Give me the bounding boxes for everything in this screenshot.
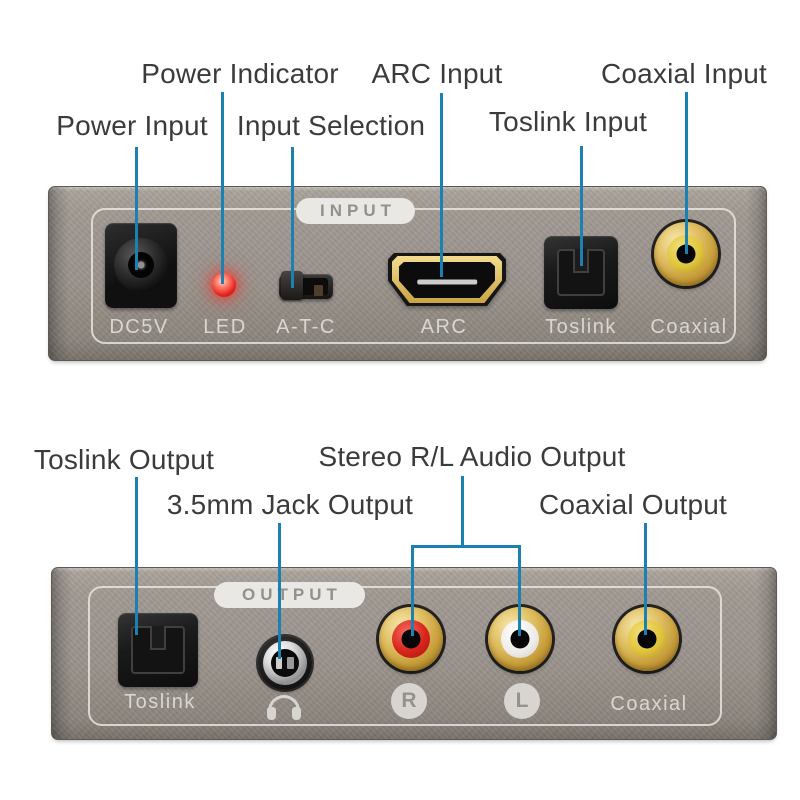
toslink-shutter: [150, 626, 166, 650]
coaxial-output-port: [615, 607, 679, 671]
label-power-indicator: Power Indicator: [141, 58, 339, 89]
callout-line-arc-input: [440, 93, 443, 277]
atc-input-switch: [279, 271, 333, 300]
callout-line-toslink-output: [135, 477, 138, 635]
label-input-selection: Input Selection: [236, 110, 426, 141]
port-label-toslink-in: Toslink: [545, 316, 617, 338]
headphones-band: [268, 695, 300, 715]
headphones-icon: [267, 695, 301, 720]
hdmi-cavity: [399, 262, 495, 298]
headphones-left-cup: [267, 707, 276, 720]
port-label-coaxial-out: Coaxial: [610, 693, 688, 715]
port-label-toslink-out: Toslink: [124, 691, 196, 713]
label-arc-input: ARC Input: [371, 58, 503, 89]
port-label-dc5v: DC5V: [109, 316, 169, 338]
jack-35mm-output-port: [258, 636, 312, 690]
toslink-input-port: [544, 236, 618, 309]
coaxial-input-port: [654, 222, 718, 286]
callout-line-power-input: [135, 147, 138, 270]
callout-line-coaxial-output: [644, 523, 647, 635]
output-panel-device: OUTPUT Toslink: [51, 567, 777, 740]
label-stereo-rl-audio-output: Stereo R/L Audio Output: [318, 441, 626, 472]
label-coaxial-output: Coaxial Output: [538, 489, 728, 520]
jack-hole: [271, 649, 299, 677]
switch-contact: [314, 285, 323, 296]
label-toslink-input: Toslink Input: [488, 106, 648, 137]
toslink-opening: [131, 626, 185, 674]
hdmi-arc-port: [388, 253, 506, 306]
rca-left-hole: [510, 629, 530, 649]
label-coaxial-input: Coaxial Input: [600, 58, 768, 89]
callout-line-stereo-left-port: [518, 545, 521, 636]
callout-line-stereo-stem: [461, 476, 464, 548]
jack-reflection: [276, 657, 282, 669]
input-panel-device: INPUT: [48, 186, 767, 361]
port-label-coaxial-in: Coaxial: [650, 316, 728, 338]
callout-line-toslink-input: [580, 146, 583, 266]
coaxial-input-hole: [676, 244, 696, 264]
toslink-opening: [557, 249, 605, 296]
port-label-atc: A-T-C: [276, 316, 336, 338]
callout-line-stereo-right-port: [411, 545, 414, 636]
callout-line-stereo-bar: [411, 545, 521, 548]
port-label-arc: ARC: [420, 316, 468, 338]
label-power-input: Power Input: [56, 110, 208, 141]
port-label-led: LED: [203, 316, 247, 338]
dc-jack-barrel: [114, 238, 168, 292]
dc-jack-pin: [137, 261, 145, 269]
hdmi-contact-strip: [417, 279, 477, 285]
input-panel-tag: INPUT: [296, 198, 415, 224]
output-panel-tag: OUTPUT: [214, 582, 365, 608]
rca-right-hole: [401, 629, 421, 649]
badge-left-channel: L: [504, 683, 540, 719]
dc-power-jack: [105, 223, 177, 308]
power-led-indicator: [212, 273, 236, 297]
label-jack-output: 3.5mm Jack Output: [166, 489, 414, 520]
callout-line-coaxial-input: [685, 92, 688, 254]
callout-line-input-selection: [291, 147, 294, 288]
label-toslink-output: Toslink Output: [33, 444, 215, 475]
toslink-output-port: [118, 613, 198, 687]
badge-right-channel: R: [391, 683, 427, 719]
callout-line-power-indicator: [221, 92, 224, 284]
jack-reflection: [287, 657, 294, 669]
callout-line-jack-output: [278, 523, 281, 659]
coaxial-output-hole: [637, 629, 657, 649]
output-panel-outline: [88, 586, 722, 726]
dc-jack-hole: [128, 252, 154, 278]
headphones-right-cup: [292, 707, 301, 720]
